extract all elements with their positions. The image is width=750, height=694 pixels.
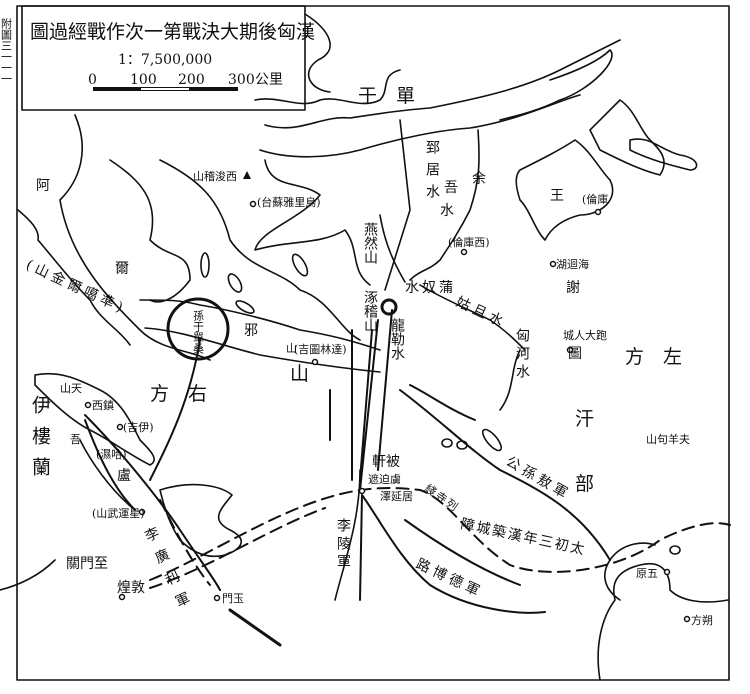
xiongnu-route <box>149 339 201 481</box>
chanyu-court-marker <box>380 298 398 316</box>
label-datulin: (吉圖林達) <box>294 342 347 356</box>
scale-bar-segment <box>141 88 189 90</box>
label-juyan-2: 遮迫虜 <box>368 472 401 486</box>
label-zuofang: 方 左 <box>625 346 682 368</box>
label-tianshan: 山天 <box>60 382 82 395</box>
label-youfang: 方 右 <box>150 383 207 405</box>
label-chanyu: 于 單 <box>358 85 415 107</box>
scale-ratio: 1：7,500,000 <box>118 52 212 68</box>
han-frontier-line-2 <box>149 507 326 589</box>
label-zhuoxie-mountain: 涿稽山 <box>362 290 378 332</box>
han-frontier-line <box>149 487 731 581</box>
label-yuwu-3: 水 <box>440 203 454 219</box>
label-juyan-1: 軒被 <box>372 454 400 470</box>
map-frame <box>16 5 730 681</box>
label-a: 阿 <box>36 178 50 194</box>
label-lie: 綫寺列 <box>422 481 462 515</box>
terrain-lines <box>0 13 729 681</box>
label-gongsunao-army: 公孫敖軍 <box>503 454 573 504</box>
town-markers <box>84 171 691 623</box>
scale-tick-0: 0 <box>88 72 97 88</box>
label-xietu: 謝 <box>566 280 580 296</box>
label-bu: 部 <box>575 473 594 495</box>
label-fuyang-mountain: 山句羊夫 <box>646 432 690 446</box>
label-yumen: 門玉 <box>222 592 244 605</box>
label-loulan: 伊樓蘭 <box>29 395 51 488</box>
label-taichu: 障城築漢年三初太 <box>459 515 588 558</box>
label-shan-2: 山 <box>290 363 309 385</box>
ligangli-route <box>159 499 211 586</box>
label-ligangli-army: 李廣利軍 <box>141 525 196 619</box>
gongsunao-route <box>399 389 611 561</box>
label-xishan: 山稽浚西 <box>193 169 237 183</box>
scale-unit: 公里 <box>255 72 283 88</box>
label-guqie-river: 姑且水 <box>453 294 509 331</box>
mountain-peak-icon <box>243 171 251 179</box>
legend-box <box>21 5 306 111</box>
label-xikulun: (倫庫西) <box>448 235 490 249</box>
label-dunhuang: 煌敦 <box>117 580 145 596</box>
label-punu-river: 水奴蒲 <box>405 279 456 296</box>
label-circle: 孫于單桑 <box>192 310 205 355</box>
label-lu: 盧 <box>117 468 131 484</box>
lubode-route <box>359 494 546 614</box>
label-wuyuan: 原五 <box>636 567 658 580</box>
army-routes <box>84 119 611 647</box>
label-shuofang: 方朔 <box>691 613 713 627</box>
map-title: 圖過經戰作次一第戰決大期後匈漢 <box>30 21 315 43</box>
scale-tick-300: 300 <box>228 72 255 88</box>
label-wang: 王 <box>550 188 564 204</box>
scale-tick-200: 200 <box>178 72 205 88</box>
label-haihu: 湖迴海 <box>556 257 589 271</box>
label-wu: 吾 <box>70 433 81 446</box>
label-darencheng: 城人大跑 <box>563 328 607 342</box>
label-zhiju-river: 郅居水 <box>424 140 440 206</box>
label-liling-army: 李陵軍 <box>335 518 351 572</box>
label-juyan-3: 澤延居 <box>380 490 413 503</box>
label-tu: 圖 <box>568 346 582 362</box>
label-jiyi: (吉伊) <box>123 421 154 434</box>
label-xie: 邪 <box>244 323 258 339</box>
label-er: 爾 <box>115 261 129 277</box>
label-xionghe-river: 匈河水 <box>514 328 530 382</box>
side-label: 附圖三一一一 <box>0 17 13 84</box>
label-shan-1: 山 <box>286 342 297 355</box>
label-lubode-army: 路博德軍 <box>413 555 485 601</box>
label-xingxing: (山武運星) <box>92 507 145 520</box>
label-han: 汗 <box>575 408 594 430</box>
scale-tick-100: 100 <box>130 72 157 88</box>
label-yuwu-2: 吾 <box>444 180 458 196</box>
label-yanran-mountain: 燕然山 <box>362 222 378 264</box>
label-hami: (濕哈) <box>96 448 127 461</box>
legend: 圖過經戰作次一第戰決大期後匈漢 1：7,500,000 0 100 200 30… <box>21 5 315 111</box>
label-longle-river: 龍勒水 <box>389 317 405 360</box>
label-yuwu-1: 余 <box>472 170 486 187</box>
label-kulun: (倫庫 <box>582 192 608 206</box>
label-xizhen: 西鎮 <box>92 398 114 412</box>
label-yumen-guan: 關門至 <box>66 556 108 572</box>
chanyu-circle <box>166 297 230 361</box>
label-jinshan: (山金爾噶準) <box>23 257 128 318</box>
label-uliastai: (台蘇雅里烏) <box>257 195 321 209</box>
